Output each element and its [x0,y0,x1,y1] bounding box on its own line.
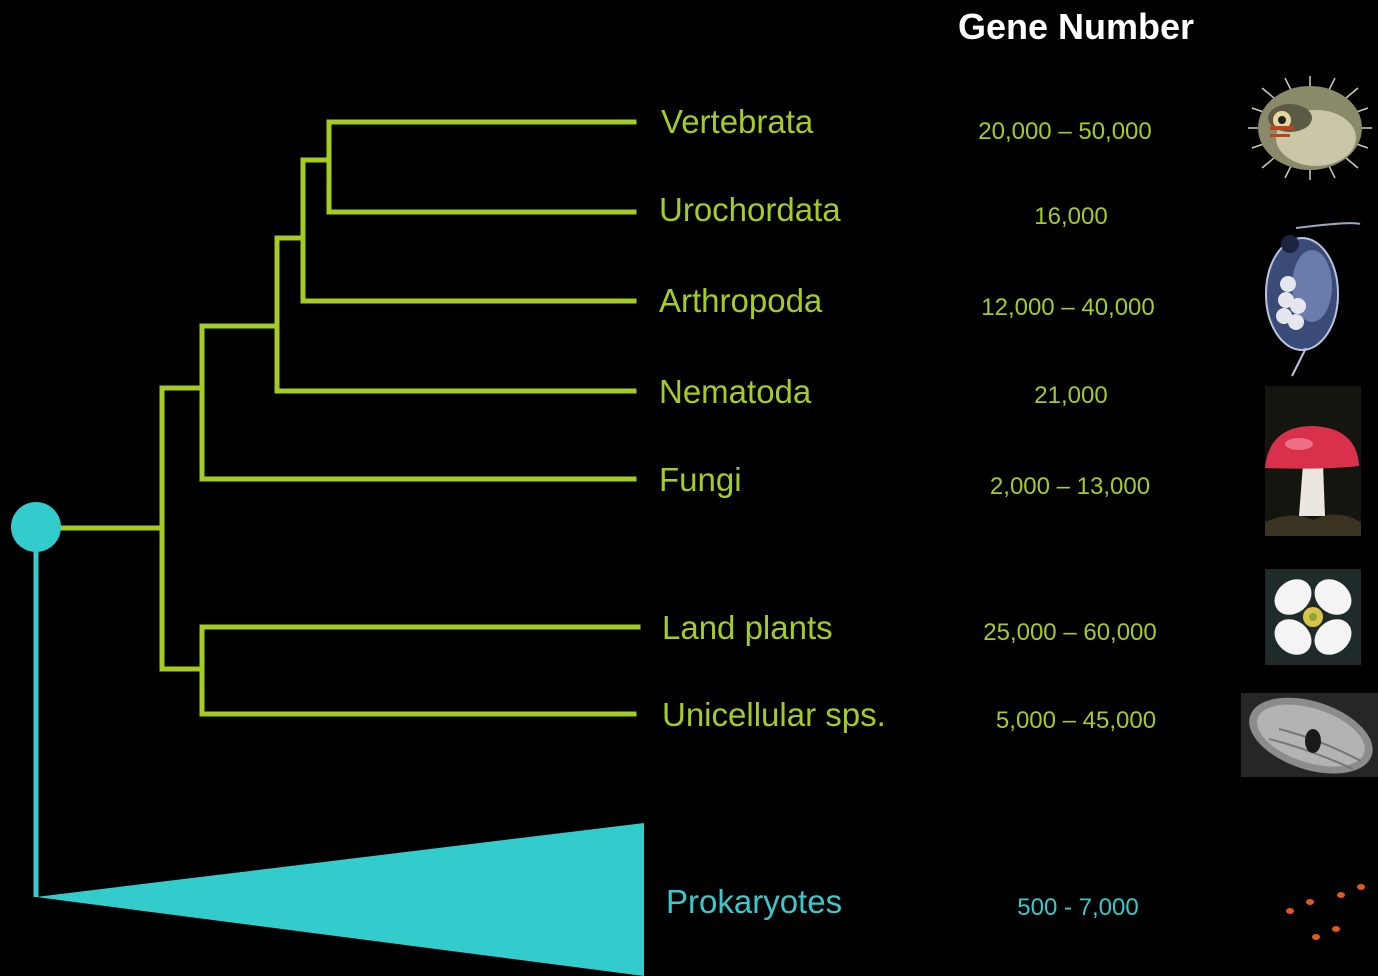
gene-number-prokaryotes: 500 - 7,000 [948,894,1208,922]
taxon-label-vertebrata: Vertebrata [661,103,813,141]
pufferfish-icon [1248,76,1372,180]
mushroom-icon [1265,386,1361,536]
taxon-label-nematoda: Nematoda [659,373,811,411]
gene-number-heading: Gene Number [958,6,1194,48]
gene-number-fungi: 2,000 – 13,000 [940,473,1200,501]
taxon-label-urochordata: Urochordata [659,191,841,229]
root-node [11,502,61,552]
bacteria-icon [1286,884,1365,940]
gene-number-unicellular: 5,000 – 45,000 [946,707,1206,735]
taxon-label-prokaryotes: Prokaryotes [666,883,842,921]
gene-number-land-plants: 25,000 – 60,000 [940,619,1200,647]
gene-number-vertebrata: 20,000 – 50,000 [935,118,1195,146]
gene-number-arthropoda: 12,000 – 40,000 [938,294,1198,322]
daphnia-icon [1266,223,1360,376]
taxon-label-arthropoda: Arthropoda [659,282,822,320]
gene-number-urochordata: 16,000 [941,203,1201,231]
taxon-label-fungi: Fungi [659,461,742,499]
paramecium-icon [1240,684,1378,788]
prokaryote-wedge [36,823,644,976]
taxon-label-land-plants: Land plants [662,609,833,647]
gene-number-nematoda: 21,000 [941,382,1201,410]
taxon-label-unicellular: Unicellular sps. [662,696,886,734]
flower-icon [1265,569,1361,665]
